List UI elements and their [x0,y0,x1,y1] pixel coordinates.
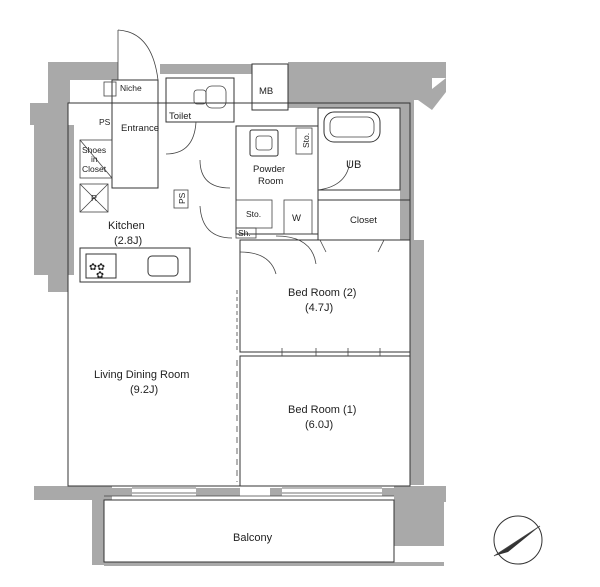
powder-room-label-2: Room [258,176,283,187]
north-arrow-icon [493,515,543,565]
shoes-closet-label-3: Closet [82,164,107,174]
stove-icon: ✿✿ ✿ [85,253,117,281]
w-label: W [292,213,301,224]
entrance-label: Entrance [121,123,159,134]
svg-text:✿: ✿ [96,270,104,281]
sto-top-label: Sto. [301,133,311,148]
living-dining-label: Living Dining Room [94,369,189,381]
living-dining-size-label: (9.2J) [130,384,158,396]
r-symbol-label: R [91,193,97,203]
interior-lines [67,29,411,563]
bathtub-icon [323,111,381,143]
bedroom2-size-label: (4.7J) [305,302,333,314]
washbasin-icon [249,129,279,157]
shoes-closet-label-1: Shoes [82,145,106,155]
niche-label: Niche [120,83,142,93]
closet-label: Closet [350,215,377,226]
ps-label: PS [99,117,111,127]
bedroom1-label: Bed Room (1) [288,404,356,416]
svg-text:✿✿: ✿✿ [89,262,105,273]
powder-room-label-1: Powder [253,164,285,175]
ub-label: UB [346,159,361,171]
kitchen-size-label: (2.8J) [114,235,142,247]
balcony-label: Balcony [233,532,273,544]
toilet-label: Toilet [169,111,192,122]
mb-label: MB [259,86,273,97]
exterior-walls [30,62,446,566]
ps-small-label: PS [177,192,187,204]
kitchen-label: Kitchen [108,220,145,232]
bedroom2-label: Bed Room (2) [288,287,356,299]
sto-bottom-label: Sto. [246,209,261,219]
toilet-icon [193,85,227,109]
shoes-closet-label-2: in [91,154,98,164]
sink-icon [147,255,179,277]
sh-label: Sh. [238,228,251,238]
bedroom1-size-label: (6.0J) [305,419,333,431]
